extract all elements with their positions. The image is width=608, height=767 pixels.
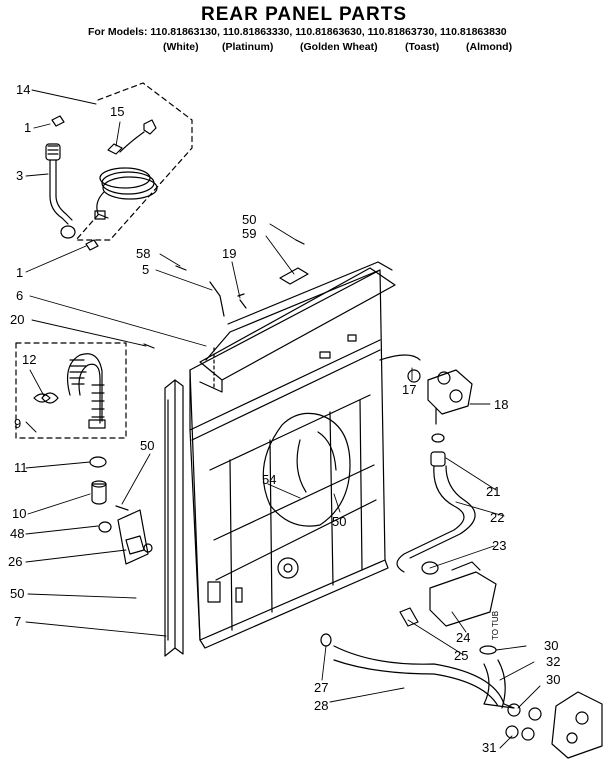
- callout-9: 9: [14, 416, 21, 431]
- callout-50: 50: [332, 514, 346, 529]
- callout-48: 48: [10, 526, 24, 541]
- callout-31: 31: [482, 740, 496, 755]
- callout-59: 59: [242, 226, 256, 241]
- side-rail: [164, 379, 184, 657]
- callout-27: 27: [314, 680, 328, 695]
- callout-7: 7: [14, 614, 21, 629]
- callout-12: 12: [22, 352, 36, 367]
- callout-54: 54: [262, 472, 276, 487]
- callout-25: 25: [454, 648, 468, 663]
- pump-assembly: [399, 561, 497, 627]
- color-golden-wheat: (Golden Wheat): [300, 41, 378, 53]
- callout-18: 18: [494, 397, 508, 412]
- model-list: For Models: 110.81863130, 110.81863330, …: [88, 26, 507, 38]
- callout-24: 24: [456, 630, 470, 645]
- callout-15: 15: [110, 104, 124, 119]
- fill-hose: [379, 354, 476, 573]
- to-tub-label: TO TUB: [491, 611, 500, 640]
- drain-fittings: [89, 456, 153, 565]
- callout-26: 26: [8, 554, 22, 569]
- water-valve: [407, 369, 473, 467]
- drain-hose-group: [15, 342, 127, 439]
- callout-32: 32: [546, 654, 560, 669]
- color-almond: (Almond): [466, 41, 513, 53]
- power-cord-group: [75, 82, 193, 241]
- callout-14: 14: [16, 82, 30, 97]
- callout-50: 50: [140, 438, 154, 453]
- page-title: REAR PANEL PARTS: [200, 4, 408, 25]
- color-white: (White): [163, 41, 199, 53]
- callout-1: 1: [24, 120, 31, 135]
- rear-panel: [189, 267, 396, 649]
- leader-lines: [25, 89, 541, 749]
- callout-11: 11: [14, 460, 28, 475]
- callout-3: 3: [16, 168, 23, 183]
- callout-30: 30: [544, 638, 558, 653]
- callout-22: 22: [490, 510, 504, 525]
- callout-10: 10: [12, 506, 26, 521]
- color-toast: (Toast): [405, 41, 440, 53]
- callout-28: 28: [314, 698, 328, 713]
- callout-20: 20: [10, 312, 24, 327]
- callout-50: 50: [242, 212, 256, 227]
- callout-58: 58: [136, 246, 150, 261]
- callout-23: 23: [492, 538, 506, 553]
- callout-6: 6: [16, 288, 23, 303]
- callouts: 14 15 1 3 1 6 20 58 5 19 50 59 12 9 11 5…: [8, 82, 560, 755]
- callout-1: 1: [16, 265, 23, 280]
- callout-19: 19: [222, 246, 236, 261]
- callout-17: 17: [402, 382, 416, 397]
- strain-relief: [45, 115, 99, 251]
- color-platinum: (Platinum): [222, 41, 274, 53]
- drain-hose: [320, 633, 603, 759]
- callout-21: 21: [486, 484, 500, 499]
- callout-50: 50: [10, 586, 24, 601]
- upper-cover-and-screws: [143, 239, 393, 361]
- callout-30: 30: [546, 672, 560, 687]
- callout-5: 5: [142, 262, 149, 277]
